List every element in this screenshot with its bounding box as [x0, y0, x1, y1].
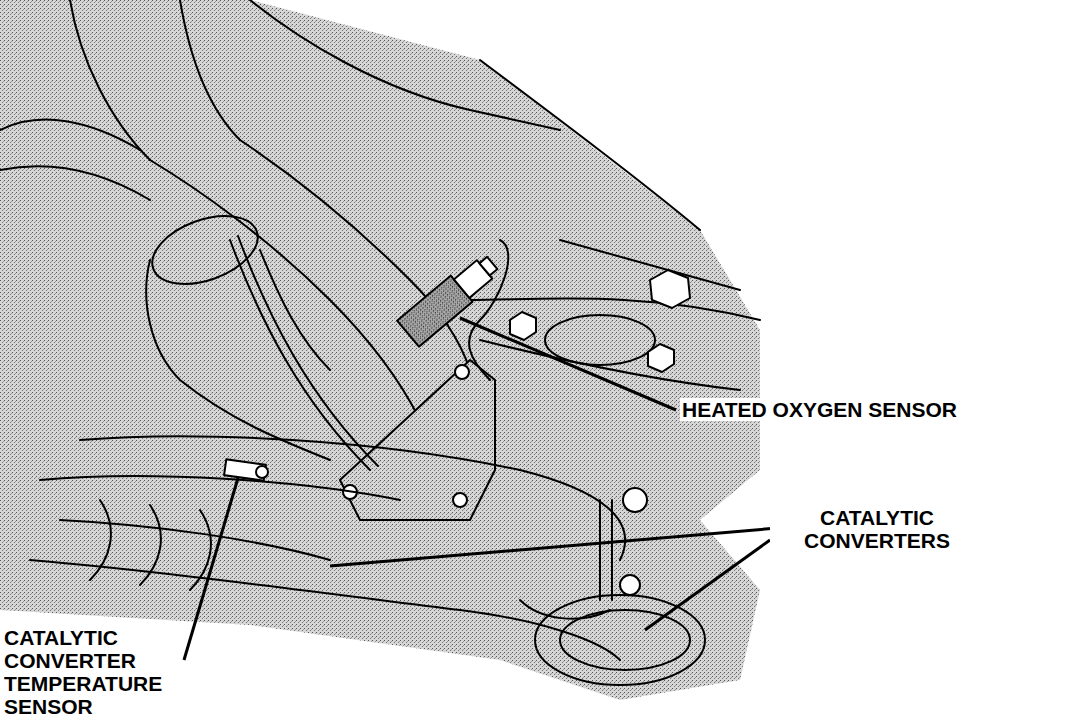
outlines — [0, 0, 760, 685]
part-label: CATALYTIC CONVERTER TEMPERATURE SENSOR — [2, 626, 176, 718]
shaded-ground — [0, 0, 760, 700]
part-label: HEATED OXYGEN SENSOR — [680, 398, 1064, 421]
part-label: CATALYTIC CONVERTERS — [770, 506, 984, 552]
leader-lines — [184, 318, 778, 660]
